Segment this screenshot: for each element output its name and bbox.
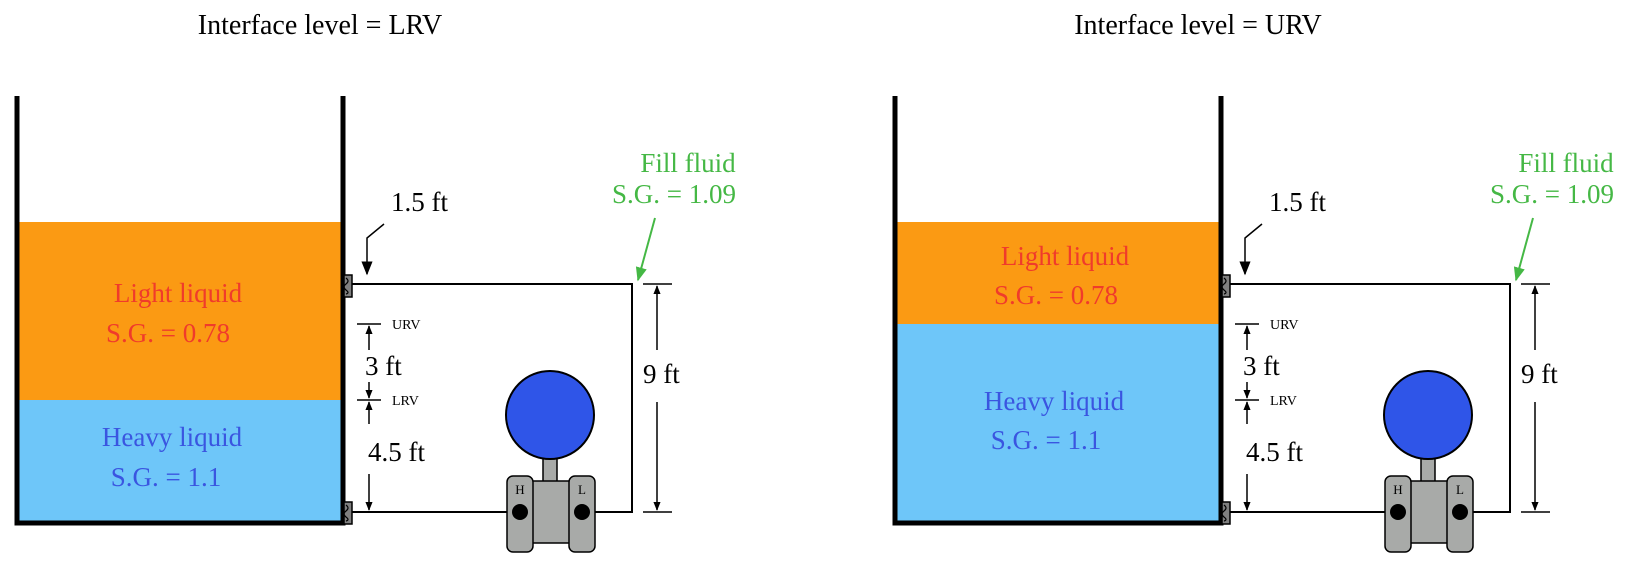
dp-transmitter: H L <box>1383 370 1474 553</box>
lower-diaphragm-seal <box>343 501 353 525</box>
light-liquid-label: Light liquid <box>114 278 243 308</box>
dim-total-label: 9 ft <box>1521 359 1558 389</box>
port-h-label: H <box>1393 482 1402 497</box>
tank-wall <box>14 96 346 526</box>
lrv-label: LRV <box>1270 394 1297 409</box>
transmitter-body <box>1409 480 1449 544</box>
light-liquid-layer <box>896 222 1220 324</box>
heavy-liquid-layer <box>896 324 1220 523</box>
heavy-liquid-sg: S.G. = 1.1 <box>991 425 1102 455</box>
heavy-liquid-layer <box>18 400 342 523</box>
fill-fluid-label: Fill fluid <box>1518 148 1614 178</box>
fill-fluid-label: Fill fluid <box>640 148 736 178</box>
port-l-label: L <box>578 482 586 497</box>
transmitter-body <box>531 480 571 544</box>
panel-title: Interface level = LRV <box>198 10 442 41</box>
transmitter-head <box>1383 370 1473 460</box>
fill-fluid-sg: S.G. = 1.09 <box>1490 179 1614 209</box>
lrv-label: LRV <box>392 394 419 409</box>
dim-top-arrow <box>361 223 385 276</box>
fill-fluid-sg: S.G. = 1.09 <box>612 179 736 209</box>
dim-top-label: 1.5 ft <box>391 187 448 217</box>
light-liquid-label: Light liquid <box>1001 241 1130 271</box>
port-l-label: L <box>1456 482 1464 497</box>
capillary-low-side <box>1230 283 1511 513</box>
tank-wall <box>892 96 1224 526</box>
dim-bottom-label: 4.5 ft <box>1246 437 1303 467</box>
heavy-liquid-sg: S.G. = 1.1 <box>111 462 222 492</box>
panel-urv: Interface level = URV Light liquid S.G. … <box>892 10 1614 553</box>
urv-label: URV <box>392 318 420 333</box>
dim-top-arrow <box>1239 223 1263 276</box>
dim-top-label: 1.5 ft <box>1269 187 1326 217</box>
upper-diaphragm-seal <box>343 274 353 298</box>
dp-transmitter: H L <box>505 370 596 553</box>
dim-span-label: 3 ft <box>1243 351 1280 381</box>
light-liquid-layer <box>18 222 342 400</box>
capillary-low-side <box>352 283 633 513</box>
urv-label: URV <box>1270 318 1298 333</box>
fill-fluid-arrow <box>635 217 656 282</box>
fill-fluid-arrow <box>1513 217 1534 282</box>
lower-diaphragm-seal <box>1221 501 1231 525</box>
dim-total-label: 9 ft <box>643 359 680 389</box>
dim-span-label: 3 ft <box>365 351 402 381</box>
transmitter-head <box>505 370 595 460</box>
light-liquid-sg: S.G. = 0.78 <box>106 318 230 348</box>
port-h-label: H <box>515 482 524 497</box>
heavy-liquid-label: Heavy liquid <box>984 386 1125 416</box>
dim-bottom-label: 4.5 ft <box>368 437 425 467</box>
heavy-liquid-label: Heavy liquid <box>102 422 243 452</box>
panel-title: Interface level = URV <box>1074 10 1322 41</box>
upper-diaphragm-seal <box>1221 274 1231 298</box>
light-liquid-sg: S.G. = 0.78 <box>994 280 1118 310</box>
panel-lrv: Interface level = LRV Light liquid S.G. … <box>14 10 736 553</box>
